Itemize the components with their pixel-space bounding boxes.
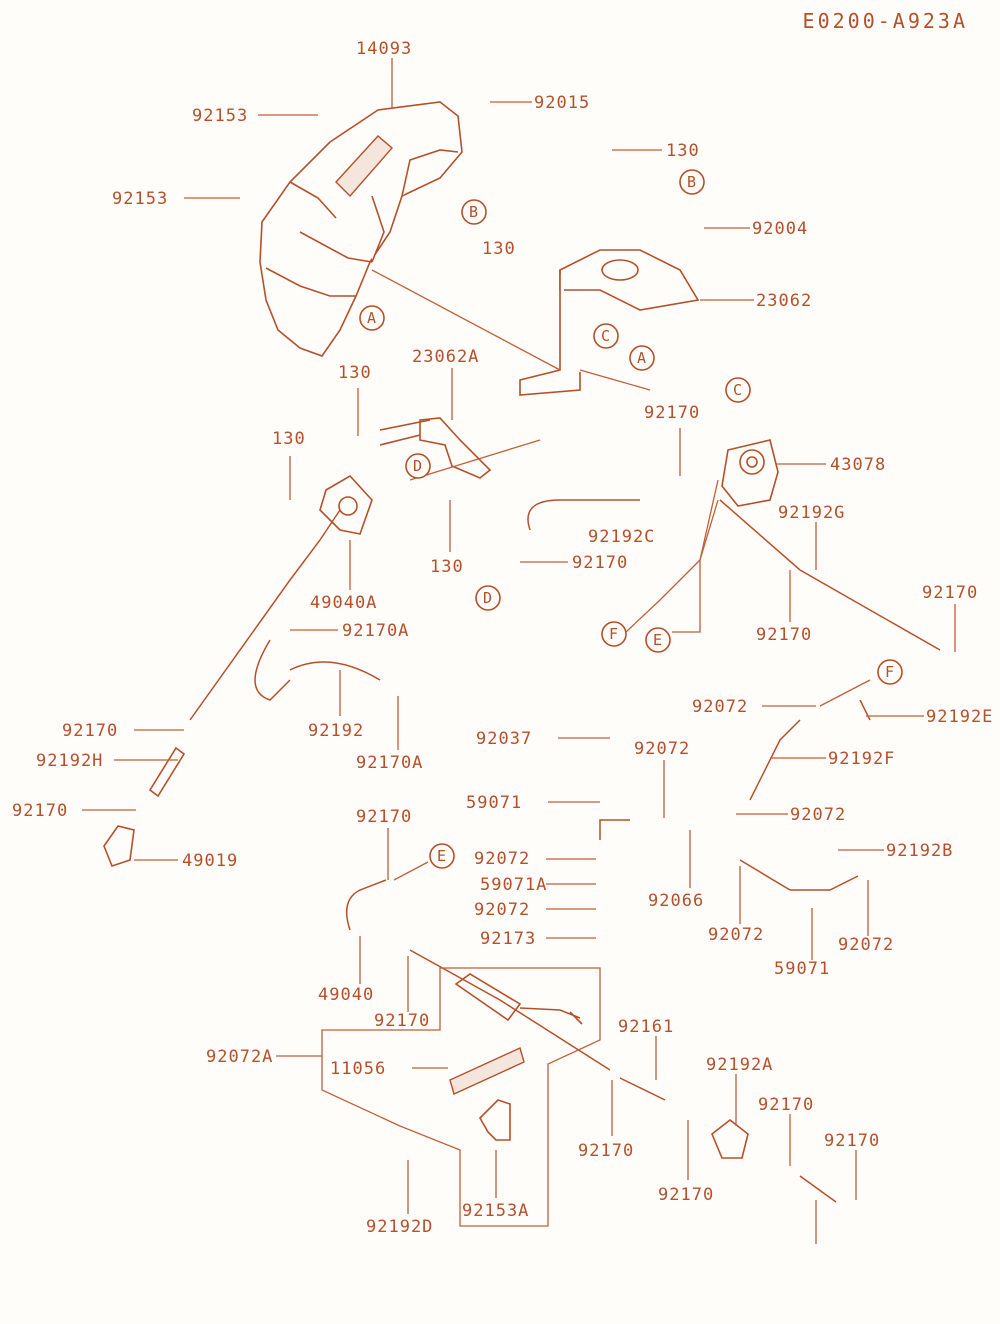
part-label: 130 (272, 429, 306, 449)
check-valve (319, 474, 373, 535)
part-label: 130 (338, 363, 372, 383)
part-label: 92072 (474, 900, 530, 920)
callout-e-lower: E (429, 843, 455, 869)
part-label: 92072 (634, 739, 690, 759)
part-label: 49040A (310, 593, 377, 613)
part-label: 130 (482, 239, 516, 259)
callout-a-upper: A (359, 305, 385, 331)
callout-a-lower: A (629, 345, 655, 371)
svg-text:F: F (885, 663, 895, 681)
part-label: 23062 (756, 291, 812, 311)
svg-text:C: C (733, 381, 743, 399)
svg-text:C: C (601, 327, 611, 345)
electric-fuel-pump (449, 973, 583, 1141)
part-label: 59071 (774, 959, 830, 979)
fuel-filter (103, 746, 186, 867)
part-label: 92153 (192, 106, 248, 126)
part-label: 92072 (474, 849, 530, 869)
part-label: 11056 (330, 1059, 386, 1079)
part-label: 92173 (480, 929, 536, 949)
part-label: 49040 (318, 985, 374, 1005)
part-label: 92170 (644, 403, 700, 423)
part-label: 92192G (778, 503, 845, 523)
callout-b-upper: B (461, 199, 487, 225)
svg-text:E: E (437, 847, 447, 865)
part-label: 92004 (752, 219, 808, 239)
part-label: 92015 (534, 93, 590, 113)
callout-d-upper: D (405, 453, 431, 479)
part-label: 92072 (692, 697, 748, 717)
part-label: 92161 (618, 1017, 674, 1037)
callout-f-upper: F (601, 621, 627, 647)
part-label: 92170 (756, 625, 812, 645)
svg-text:F: F (609, 625, 619, 643)
part-label: 92170 (824, 1131, 880, 1151)
svg-text:D: D (483, 589, 493, 607)
fuel-pump (721, 439, 779, 507)
part-label: 92170 (922, 583, 978, 603)
callout-c-bracket: C (593, 323, 619, 349)
part-label: 92072 (790, 805, 846, 825)
part-label: 14093 (356, 39, 412, 59)
fuel-tank-cover (259, 101, 463, 357)
svg-text:A: A (637, 349, 647, 367)
part-label: 92170 (62, 721, 118, 741)
callout-d-lower: D (475, 585, 501, 611)
part-label: 92153A (462, 1201, 529, 1221)
part-label: 92072A (206, 1047, 273, 1067)
svg-text:B: B (687, 173, 697, 191)
reference-callouts: A B B C A C D D F E F E (359, 169, 903, 869)
part-label: 92170 (12, 801, 68, 821)
part-label: 92153 (112, 189, 168, 209)
part-label: 92192B (886, 841, 953, 861)
part-label: 92192C (588, 527, 655, 547)
part-label: 92192F (828, 749, 895, 769)
part-label: 59071 (466, 793, 522, 813)
part-label: 92192 (308, 721, 364, 741)
part-label: 92192A (706, 1055, 773, 1075)
part-label: 130 (430, 557, 464, 577)
part-label: 92072 (708, 925, 764, 945)
part-label: 92170A (356, 753, 423, 773)
bracket-assembly (379, 249, 700, 479)
part-label: 92170 (578, 1141, 634, 1161)
svg-text:B: B (469, 203, 479, 221)
part-label: 92170 (356, 807, 412, 827)
diagram-code: E0200-A923A (803, 9, 968, 33)
part-label: 92072 (838, 935, 894, 955)
part-label: 92066 (648, 891, 704, 911)
part-label: 130 (666, 141, 700, 161)
part-label: 92170 (374, 1011, 430, 1031)
part-label: 92192E (926, 707, 993, 727)
inline-filter (711, 1118, 749, 1159)
callout-c-pump: C (725, 377, 751, 403)
part-label: 92192D (366, 1217, 433, 1237)
part-label: 92170A (342, 621, 409, 641)
callout-f-lower: F (877, 659, 903, 685)
part-label: 43078 (830, 455, 886, 475)
part-labels: 14093 92153 92153 92015 130 92004 130 23… (12, 39, 993, 1237)
svg-text:E: E (653, 631, 663, 649)
part-label: 92170 (658, 1185, 714, 1205)
leader-lines (82, 58, 956, 1244)
callout-b-right: B (679, 169, 705, 195)
part-label: 49019 (182, 851, 238, 871)
part-label: 59071A (480, 875, 547, 895)
svg-text:D: D (413, 457, 423, 475)
part-label: 23062A (412, 347, 479, 367)
svg-text:A: A (367, 309, 377, 327)
part-label: 92037 (476, 729, 532, 749)
part-label: 92192H (36, 751, 103, 771)
part-label: 92170 (758, 1095, 814, 1115)
part-label: 92170 (572, 553, 628, 573)
callout-e-upper: E (645, 627, 671, 653)
fuel-hoses (189, 499, 941, 1203)
